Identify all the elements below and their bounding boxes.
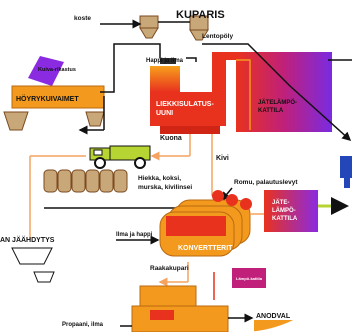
diagram-title: KUPARIS [176, 9, 225, 21]
label-slag: Kuona [160, 135, 182, 142]
label-sand-line1: Hiekka, koksi, [138, 175, 181, 182]
waste-heat-boiler-upper [236, 52, 352, 132]
scrap-feed-line [221, 187, 233, 202]
dust-flow-line [202, 43, 352, 142]
gas-cleaning-unit [340, 156, 352, 188]
anode-casting [228, 313, 314, 332]
label-small-boiler: Lämpö-kattila [236, 276, 263, 281]
label-steam-dryers: HÖYRYKUIVAIMET [16, 94, 79, 103]
label-cooling: AN JÄÄHDYTYS [0, 236, 55, 244]
label-flash-furnace-line1: LIEKKISULATUS- [156, 101, 214, 108]
label-flash-furnace-line2: UUNI [156, 110, 173, 117]
label-kuivarikastus: Kuiva-rikastus [38, 67, 76, 73]
converters [159, 190, 252, 257]
feed-hoppers [100, 15, 209, 64]
label-sand-line2: murska, kivilinsei [138, 184, 192, 191]
label-air-oxygen: Ilma ja happi [116, 232, 153, 238]
label-propane-air: Propaani, ilma [62, 322, 104, 328]
label-anode-casting: ANODVAL [256, 313, 291, 320]
label-waste-boiler-1a: JÄTELÄMPÖ- [258, 99, 297, 106]
label-matte: Kivi [216, 155, 229, 162]
label-waste-boiler-2a: JÄTE- [272, 199, 289, 206]
label-scrap: Romu, palautuslevyt [234, 179, 298, 186]
silo-row [43, 169, 192, 213]
slag-cooling-hoppers [11, 247, 55, 283]
label-flue-dust: Lentopöly [202, 33, 233, 40]
steam-dryer [3, 43, 161, 135]
flash-smelting-furnace [150, 52, 236, 134]
label-converters: KONVERTTERIT [178, 245, 233, 252]
label-blister-copper: Raakakupari [150, 265, 189, 272]
label-waste-boiler-2c: KATTILA [272, 216, 298, 222]
waste-heat-boiler-lower [264, 190, 349, 232]
anode-furnace [131, 285, 229, 332]
label-waste-boiler-1b: KATTILA [258, 108, 284, 114]
label-waste-boiler-2b: LÄMPÖ- [272, 207, 296, 214]
truck-icon [89, 145, 151, 169]
label-koste: koste [74, 15, 91, 22]
label-oxygen-air: Happi ja ilma [146, 58, 184, 64]
small-heat-boiler [232, 268, 266, 288]
